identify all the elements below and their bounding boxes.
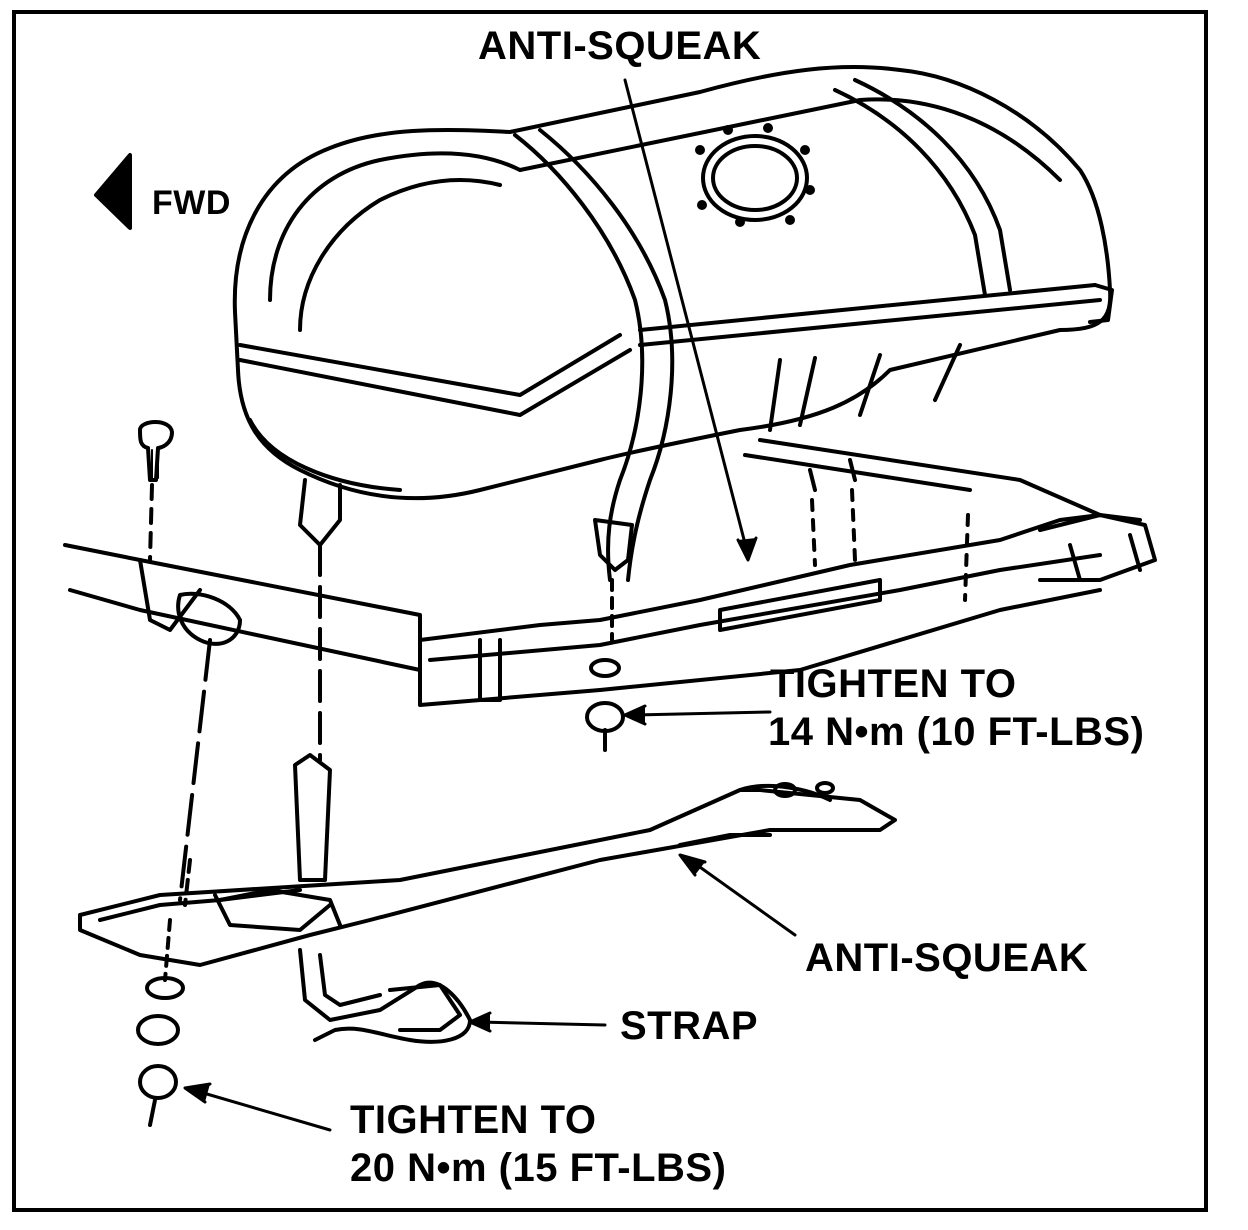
label-anti-squeak-top: ANTI-SQUEAK (478, 24, 762, 68)
label-tighten-upper-line1: TIGHTEN TO (770, 662, 1017, 706)
label-tighten-lower-line1: TIGHTEN TO (350, 1098, 597, 1142)
upper-washer (589, 658, 621, 678)
leader-lines (183, 78, 797, 1132)
fuel-sender-ring (701, 134, 809, 222)
label-tighten-upper-line2: 14 N•m (10 FT-LBS) (768, 710, 1145, 754)
frame-crossmember (63, 438, 1157, 707)
lower-strap-assembly (78, 753, 897, 1044)
bolt-top-left (138, 420, 174, 482)
label-strap: STRAP (620, 1004, 759, 1048)
upper-nut (585, 701, 625, 733)
fwd-arrow-icon (94, 153, 132, 230)
diagram-frame (12, 10, 1208, 1212)
tank-hanger (298, 478, 342, 547)
tank-dome-curve (268, 151, 522, 302)
strap (298, 948, 472, 1044)
lower-nut (138, 1064, 178, 1100)
fuel-tank (232, 64, 1114, 547)
fasteners (136, 420, 970, 1127)
label-fwd: FWD (152, 184, 231, 222)
sender-bolts (695, 123, 815, 227)
upper-strap (513, 128, 675, 582)
label-tighten-lower-line2: 20 N•m (15 FT-LBS) (350, 1146, 727, 1190)
tank-top-panel (518, 97, 1062, 182)
lower-washer-2 (136, 1014, 180, 1046)
tank-outline (232, 64, 1113, 501)
label-anti-squeak-lower: ANTI-SQUEAK (805, 936, 1089, 980)
